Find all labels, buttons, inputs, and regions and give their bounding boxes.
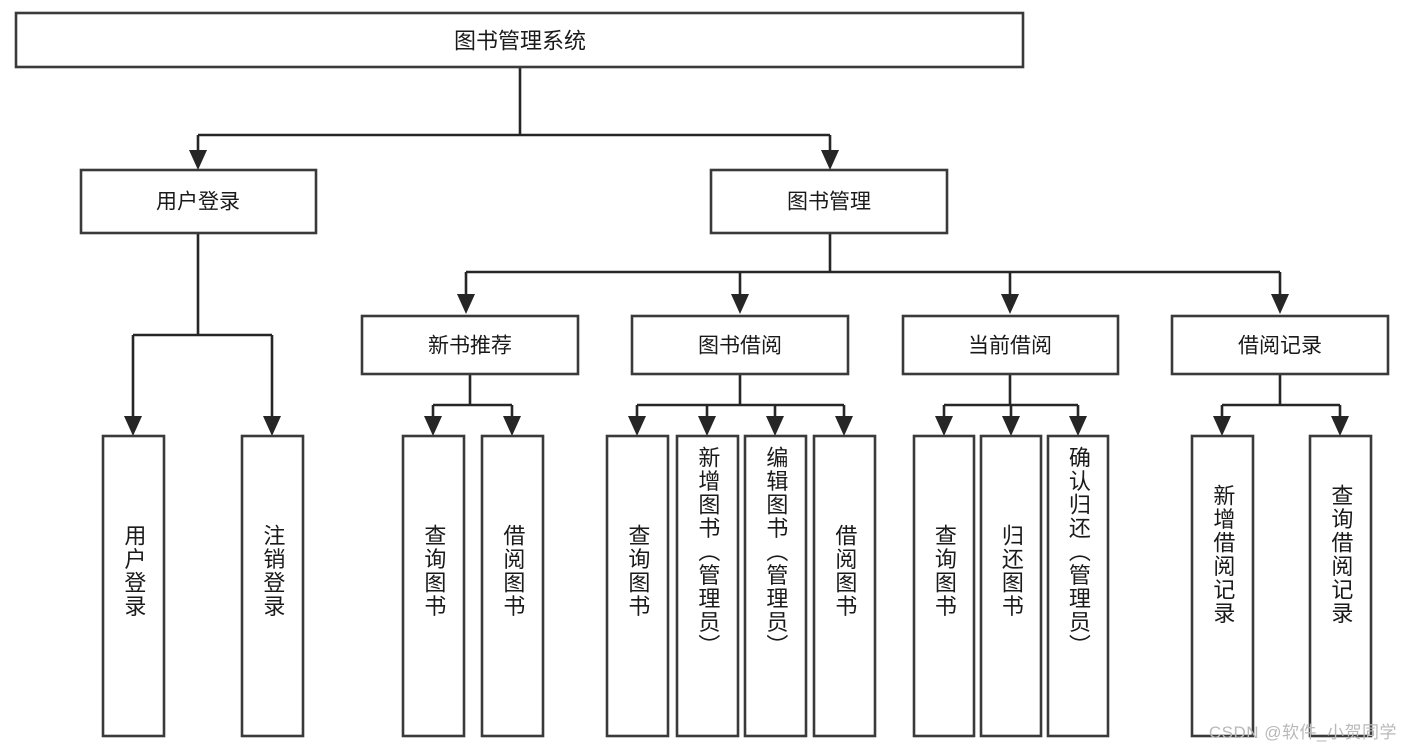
leaf-boxes-current-borrow xyxy=(912,434,1110,738)
arrow-leaf-query-book-1 xyxy=(424,416,442,436)
leaf-query-book-2-box[interactable] xyxy=(605,434,670,738)
arrow-leaf-query-book-3 xyxy=(935,416,953,436)
node-current-borrow-label: 当前借阅 xyxy=(968,335,1052,358)
arrow-book-manage xyxy=(821,150,839,170)
arrow-user-login xyxy=(189,150,207,170)
connector-group-new-book-recommend xyxy=(424,374,521,436)
leaf-borrow-book-2-box[interactable] xyxy=(812,434,877,738)
leaf-add-book-box[interactable] xyxy=(675,434,740,738)
arrow-leaf-add-record xyxy=(1213,416,1231,436)
leaf-add-record-box[interactable] xyxy=(1190,434,1255,738)
arrow-leaf-borrow-book-2 xyxy=(835,416,853,436)
leaf-return-book-box[interactable] xyxy=(979,434,1043,738)
leaf-query-record-box[interactable] xyxy=(1308,434,1373,738)
arrow-book-borrow xyxy=(731,294,749,314)
node-book-borrow-box[interactable] xyxy=(630,314,850,376)
csdn-watermark: CSDN @软件_小贺同学 xyxy=(1208,723,1397,742)
arrow-borrow-record xyxy=(1271,294,1289,314)
leaf-user-login-box[interactable] xyxy=(101,434,166,738)
node-current-borrow-box[interactable] xyxy=(901,314,1120,376)
node-book-borrow[interactable]: 图书借阅 xyxy=(630,314,850,376)
arrow-leaf-user-logout xyxy=(263,416,281,436)
arrow-new-book-recommend xyxy=(457,294,475,314)
connector-group-book-manage xyxy=(457,233,1289,314)
node-borrow-record-box[interactable] xyxy=(1170,314,1390,376)
node-new-book-recommend-label: 新书推荐 xyxy=(428,335,512,358)
connector-group-user-login xyxy=(124,233,281,436)
leaf-query-book-1-box[interactable] xyxy=(401,434,466,738)
arrow-leaf-borrow-book-1 xyxy=(503,416,521,436)
arrow-leaf-edit-book xyxy=(766,416,784,436)
arrow-leaf-return-book xyxy=(1002,416,1020,436)
leaf-boxes-new-book-recommend xyxy=(401,434,545,738)
arrow-leaf-add-book xyxy=(698,416,716,436)
leaf-borrow-book-1-box[interactable] xyxy=(480,434,545,738)
leaf-query-book-3-box[interactable] xyxy=(912,434,976,738)
leaf-boxes-book-borrow xyxy=(605,434,877,738)
node-book-manage-box[interactable] xyxy=(709,168,949,235)
arrow-leaf-query-record xyxy=(1331,416,1349,436)
node-book-borrow-label: 图书借阅 xyxy=(698,335,782,358)
leaf-user-logout-box[interactable] xyxy=(240,434,305,738)
arrow-leaf-user-login xyxy=(124,416,142,436)
node-root-label: 图书管理系统 xyxy=(454,29,586,54)
leaf-confirm-return-box[interactable] xyxy=(1046,434,1110,738)
arrow-leaf-query-book-2 xyxy=(628,416,646,436)
node-book-manage[interactable]: 图书管理 xyxy=(709,168,949,235)
node-user-login[interactable]: 用户登录 xyxy=(79,168,318,235)
node-new-book-recommend[interactable]: 新书推荐 xyxy=(360,314,580,376)
node-root-box[interactable] xyxy=(14,11,1025,69)
leaf-boxes-user-login xyxy=(101,434,305,738)
node-user-login-box[interactable] xyxy=(79,168,318,235)
node-current-borrow[interactable]: 当前借阅 xyxy=(901,314,1120,376)
connector-group-borrow-record xyxy=(1213,374,1349,436)
node-book-manage-label: 图书管理 xyxy=(787,191,871,214)
leaf-boxes-borrow-record xyxy=(1190,434,1373,738)
arrow-current-borrow xyxy=(1001,294,1019,314)
connector-group-current-borrow xyxy=(935,374,1087,436)
node-new-book-recommend-box[interactable] xyxy=(360,314,580,376)
node-borrow-record-label: 借阅记录 xyxy=(1238,335,1322,358)
arrow-leaf-confirm-return xyxy=(1069,416,1087,436)
node-root[interactable]: 图书管理系统 xyxy=(14,11,1025,69)
node-borrow-record[interactable]: 借阅记录 xyxy=(1170,314,1390,376)
connector-group-book-borrow xyxy=(628,374,853,436)
leaf-edit-book-box[interactable] xyxy=(743,434,808,738)
connector-group-root xyxy=(189,67,839,170)
node-user-login-label: 用户登录 xyxy=(156,191,240,214)
